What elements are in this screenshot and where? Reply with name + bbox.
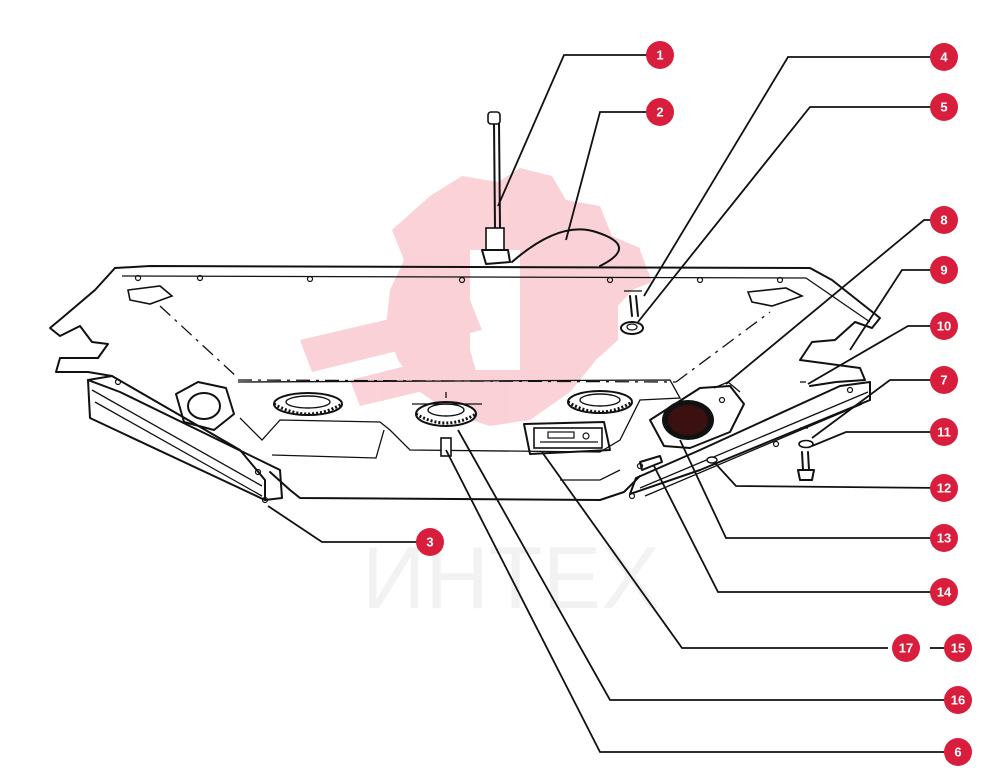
callout-badge-label: 17 [899, 641, 913, 656]
bolt-washer-set-icon [639, 381, 815, 481]
callout-badge-3: 3 [416, 528, 444, 556]
radio-unit-icon [523, 421, 611, 455]
callout-badge-circle [930, 93, 958, 121]
leader-10 [807, 325, 944, 385]
callout-badge-2: 2 [646, 98, 674, 126]
callout-badge-8: 8 [930, 206, 958, 234]
panel-left-edge [49, 267, 116, 377]
leader-lines [267, 54, 945, 753]
gear-logo-icon [300, 168, 652, 426]
dome-light-rings-icon [273, 390, 633, 416]
roof-panel [49, 265, 881, 504]
callout-badge-label: 15 [951, 641, 965, 656]
antenna-cable [511, 228, 620, 267]
callout-badge-circle [930, 418, 958, 446]
callout-badge-circle [944, 686, 972, 714]
callout-badge-circle [930, 524, 958, 552]
leader-1 [497, 54, 660, 207]
callout-badge-circle [892, 634, 920, 662]
panel-lower-contour [237, 379, 682, 453]
panel-bottom-edge [269, 471, 641, 501]
leader-17 [541, 451, 888, 649]
callout-badge-9: 9 [930, 256, 958, 284]
callout-badge-circle [930, 43, 958, 71]
leader-3 [267, 505, 430, 543]
callout-badge-6: 6 [944, 738, 972, 766]
panel-left-flange [87, 375, 266, 501]
callout-badge-circle [646, 41, 674, 69]
callout-badge-1: 1 [646, 41, 674, 69]
callout-badge-label: 1 [656, 48, 663, 63]
panel-right-side [629, 381, 871, 495]
callout-badge-label: 16 [951, 693, 965, 708]
assembly-dash-line [159, 305, 771, 383]
leader-14 [653, 465, 944, 593]
screw-icon [624, 290, 642, 317]
panel-clips [127, 285, 805, 307]
panel-inner-ridge [121, 275, 871, 323]
callout-badge-5: 5 [930, 93, 958, 121]
leader-6 [445, 449, 944, 753]
leader-9 [849, 269, 944, 351]
callout-badge-circle [930, 312, 958, 340]
watermark: ИНТЕХ [300, 168, 660, 627]
callout-badge-label: 9 [940, 263, 947, 278]
panel-top-edge [114, 265, 881, 387]
leader-7 [811, 379, 944, 439]
callout-badge-12: 12 [930, 474, 958, 502]
callout-badge-circle [930, 256, 958, 284]
leader-16 [457, 429, 944, 701]
nut-icon [620, 321, 644, 335]
callout-badge-label: 12 [937, 481, 951, 496]
leader-13 [679, 439, 944, 539]
callout-badge-circle [930, 474, 958, 502]
callout-badge-label: 4 [940, 50, 948, 65]
callout-badge-label: 14 [937, 585, 952, 600]
callout-badge-11: 11 [930, 418, 958, 446]
antenna-icon [481, 111, 511, 265]
callout-badge-circle [646, 98, 674, 126]
panel-left-side [87, 379, 283, 501]
callout-badge-13: 13 [930, 524, 958, 552]
mount-holes [114, 274, 854, 504]
callout-badge-circle [944, 738, 972, 766]
callout-badge-label: 8 [940, 213, 947, 228]
callout-badge-circle [416, 528, 444, 556]
center-lamp-icon [412, 392, 482, 457]
callout-badge-label: 2 [656, 105, 663, 120]
callout-badge-label: 10 [937, 319, 951, 334]
leader-11 [811, 431, 944, 447]
left-speaker-grille-icon [175, 381, 235, 431]
leader-12 [713, 461, 945, 489]
leader-5 [637, 106, 944, 323]
callout-badge-label: 5 [940, 100, 947, 115]
callout-badge-circle [930, 366, 958, 394]
callout-badge-label: 6 [954, 745, 961, 760]
callout-badge-label: 13 [937, 531, 951, 546]
callout-badge-15: 15 [944, 634, 972, 662]
callout-badge-10: 10 [930, 312, 958, 340]
leader-4 [643, 56, 944, 297]
callout-badge-label: 3 [426, 535, 433, 550]
callout-badge-label: 11 [937, 425, 951, 440]
callout-badge-circle [930, 206, 958, 234]
callout-badge-circle [930, 578, 958, 606]
callout-badge-14: 14 [930, 578, 958, 606]
callout-badge-7: 7 [930, 366, 958, 394]
leader-2 [565, 111, 660, 241]
callout-badge-circle [944, 634, 972, 662]
callout-badge-4: 4 [930, 43, 958, 71]
callout-badge-label: 7 [940, 373, 947, 388]
right-speaker-icon [649, 381, 745, 449]
callout-badge-16: 16 [944, 686, 972, 714]
callout-badge-17: 17 [892, 634, 920, 662]
